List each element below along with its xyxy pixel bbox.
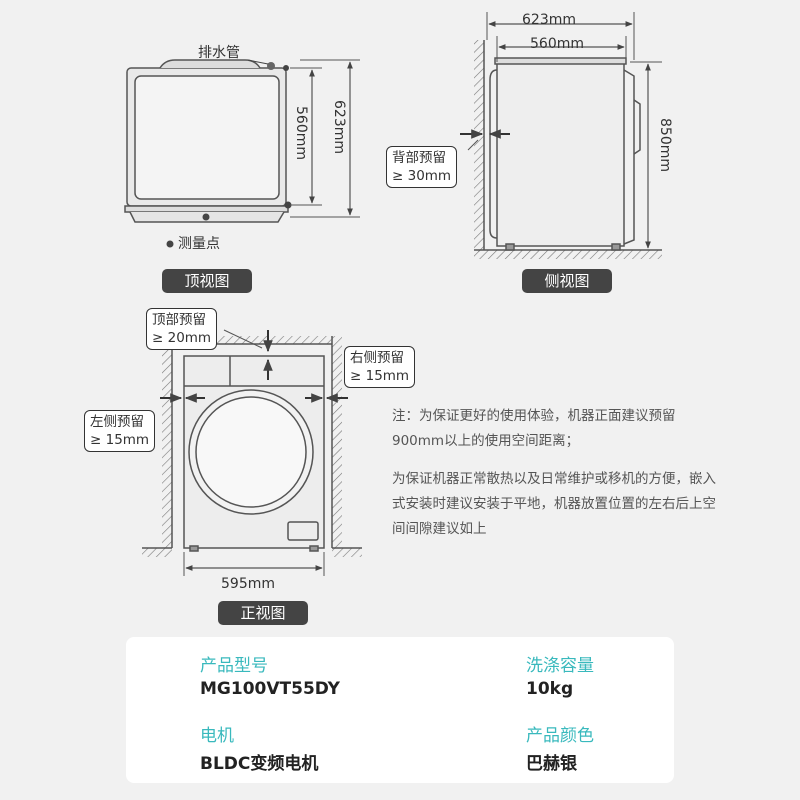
model-value: MG100VT55DY xyxy=(200,679,340,699)
drain-pipe-label: 排水管 xyxy=(198,45,240,61)
right-clearance-callout: 右侧预留 ≥ 15mm xyxy=(344,346,416,388)
color-value: 巴赫银 xyxy=(526,754,577,774)
model-key: 产品型号 xyxy=(200,656,268,676)
left-clearance-callout: 左侧预留 ≥ 15mm xyxy=(84,410,156,452)
rear-clearance-value: ≥ 30mm xyxy=(392,168,452,184)
front-view-tag: 正视图 xyxy=(218,601,308,625)
left-clearance-title: 左侧预留 xyxy=(90,414,144,430)
side-total-depth-label: 623mm xyxy=(522,12,576,28)
note-front-space: 注：为保证更好的使用体验，机器正面建议预留900mm以上的使用空间距离； xyxy=(392,408,676,449)
height-label: 850mm xyxy=(657,118,673,172)
front-view-drawing xyxy=(142,329,362,576)
capacity-key: 洗涤容量 xyxy=(526,656,594,676)
left-clearance-value: ≥ 15mm xyxy=(90,432,150,448)
motor-key: 电机 xyxy=(200,726,234,746)
side-body-depth-label: 560mm xyxy=(530,36,584,52)
top-clearance-callout: 顶部预留 ≥ 20mm xyxy=(146,308,218,350)
top-clearance-title: 顶部预留 xyxy=(152,312,206,328)
rear-clearance-title: 背部预留 xyxy=(392,150,446,166)
top-clearance-value: ≥ 20mm xyxy=(152,330,212,346)
right-clearance-title: 右侧预留 xyxy=(350,350,404,366)
width-label: 595mm xyxy=(221,576,275,592)
spec-card: 产品型号 MG100VT55DY 洗涤容量 10kg 电机 BLDC变频电机 产… xyxy=(126,637,674,783)
note-installation: 为保证机器正常散热以及日常维护或移机的方便，嵌入式安装时建议安装于平地，机器放置… xyxy=(392,471,716,537)
right-clearance-value: ≥ 15mm xyxy=(350,368,410,384)
top-depth-label: 560mm xyxy=(293,106,309,160)
top-total-depth-label: 623mm xyxy=(331,100,347,154)
color-key: 产品颜色 xyxy=(526,726,594,746)
motor-value: BLDC变频电机 xyxy=(200,754,319,774)
capacity-value: 10kg xyxy=(526,679,574,699)
top-view-tag: 顶视图 xyxy=(162,269,252,293)
top-view-drawing xyxy=(124,59,360,248)
measure-point-legend: 测量点 xyxy=(178,236,220,252)
side-view-tag: 侧视图 xyxy=(522,269,612,293)
rear-clearance-callout: 背部预留 ≥ 30mm xyxy=(386,146,458,188)
side-view-drawing xyxy=(460,12,662,259)
